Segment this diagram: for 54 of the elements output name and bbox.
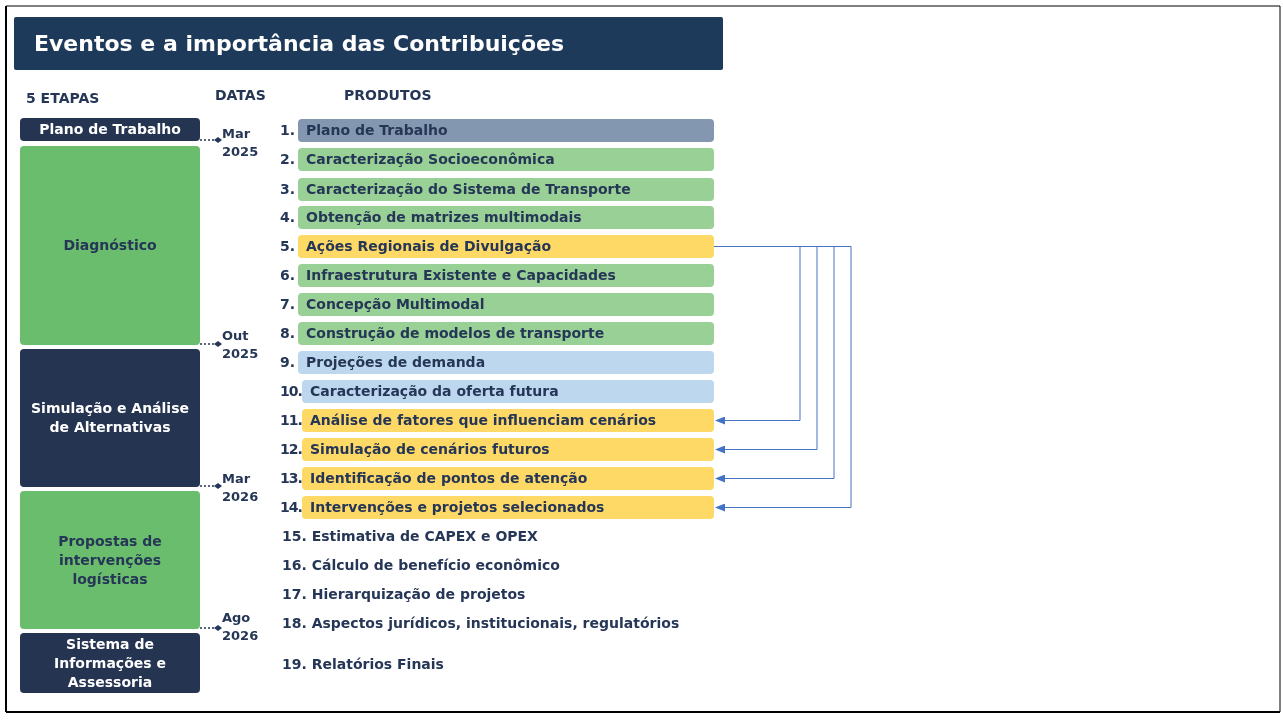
product-bar: Análise de fatores que influenciam cenários [302, 409, 714, 432]
column-heading: 5 ETAPAS [26, 90, 100, 106]
product-bar: Concepção Multimodal [298, 293, 714, 316]
product-bar: Identificação de pontos de atenção [302, 467, 714, 490]
list-number: 5. [280, 237, 296, 256]
stage-box: Propostas de intervenções logísticas [20, 491, 200, 629]
dotted-connector [199, 483, 222, 489]
list-item: 16. Cálculo de benefício econômico [282, 557, 560, 573]
product-bar: Intervenções e projetos selecionados [302, 496, 714, 519]
product-bar: Caracterização do Sistema de Transporte [298, 178, 714, 201]
list-number: 11. [280, 411, 302, 430]
list-item: 19. Relatórios Finais [282, 656, 444, 672]
title-banner: Eventos e a importância das Contribuições [14, 17, 723, 70]
list-number: 1. [280, 121, 296, 140]
date-label: Mar 2026 [222, 470, 262, 506]
arrow [713, 246, 852, 512]
stage-box: Diagnóstico [20, 146, 200, 345]
product-bar: Simulação de cenários futuros [302, 438, 714, 461]
arrow [713, 246, 835, 483]
product-bar: Ações Regionais de Divulgação [298, 235, 714, 258]
product-bar: Plano de Trabalho [298, 119, 714, 142]
stage-box: Simulação e Análise de Alternativas [20, 349, 200, 487]
product-bar: Obtenção de matrizes multimodais [298, 206, 714, 229]
list-number: 6. [280, 266, 296, 285]
arrow [713, 246, 801, 425]
list-item: 17. Hierarquização de projetos [282, 586, 526, 602]
dotted-connector [199, 341, 222, 347]
stage-box: Sistema de Informações e Assessoria [20, 633, 200, 693]
date-label: Ago 2026 [222, 609, 262, 645]
list-number: 13. [280, 469, 302, 488]
dotted-connector [199, 137, 222, 143]
product-bar: Infraestrutura Existente e Capacidades [298, 264, 714, 287]
list-item: 18. Aspectos jurídicos, institucionais, regulatórios [282, 615, 680, 631]
stage-box: Plano de Trabalho [20, 118, 200, 141]
column-heading: DATAS [215, 87, 266, 103]
list-number: 4. [280, 208, 296, 227]
column-heading: PRODUTOS [344, 87, 432, 103]
arrow [713, 246, 818, 454]
list-item: 15. Estimativa de CAPEX e OPEX [282, 528, 538, 544]
product-bar: Construção de modelos de transporte [298, 322, 714, 345]
list-number: 9. [280, 353, 296, 372]
dotted-connector [199, 625, 222, 631]
date-label: Mar 2025 [222, 125, 262, 161]
list-number: 7. [280, 295, 296, 314]
product-bar: Caracterização Socioeconômica [298, 148, 714, 171]
product-bar: Caracterização da oferta futura [302, 380, 714, 403]
list-number: 14. [280, 498, 302, 517]
list-number: 3. [280, 180, 296, 199]
list-number: 2. [280, 150, 296, 169]
list-number: 8. [280, 324, 296, 343]
date-label: Out 2025 [222, 327, 262, 363]
list-number: 10. [280, 382, 302, 401]
list-number: 12. [280, 440, 302, 459]
product-bar: Projeções de demanda [298, 351, 714, 374]
